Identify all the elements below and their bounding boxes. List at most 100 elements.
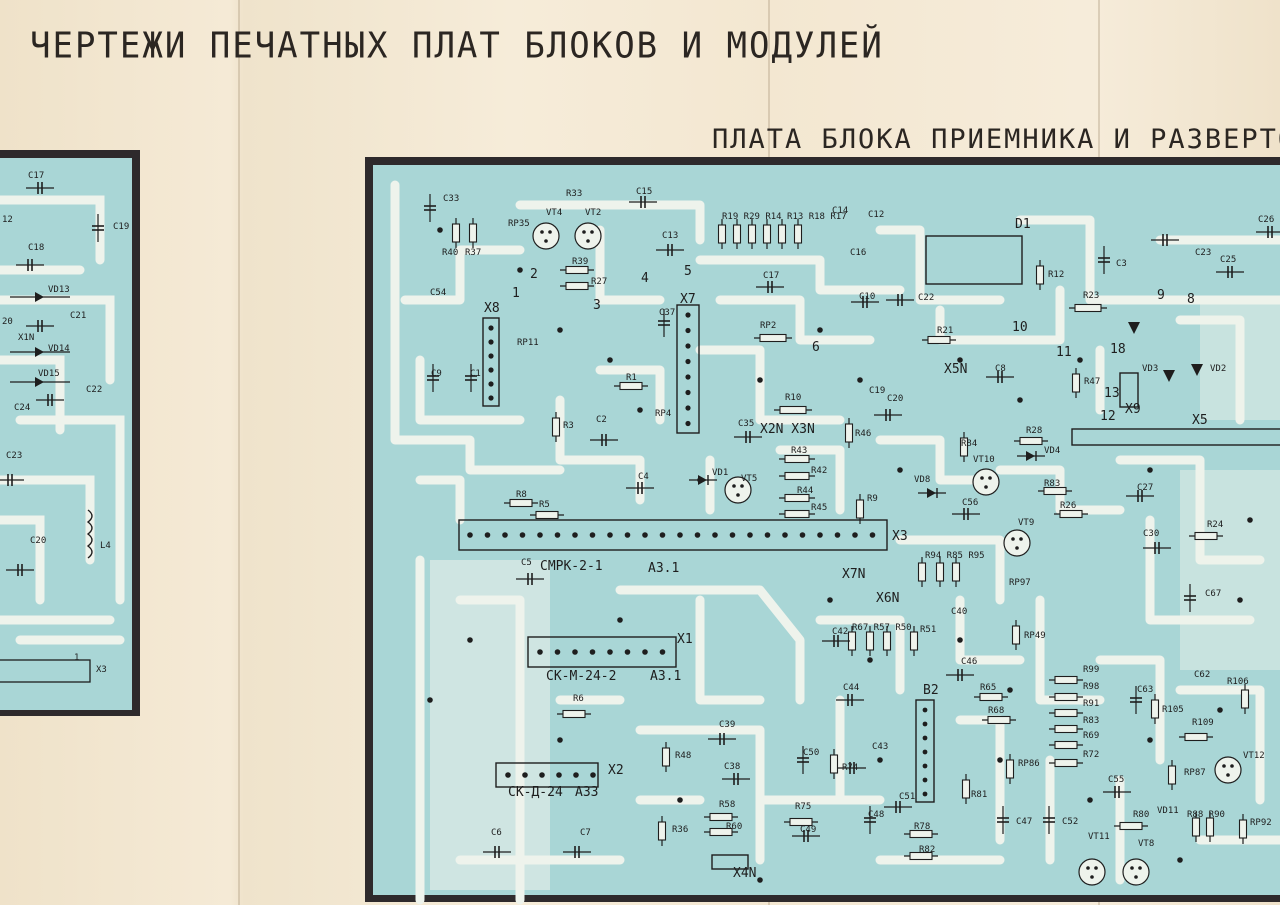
component-label: RP11 [517,338,539,348]
pad [659,649,666,655]
resistor [1119,821,1143,831]
via [467,637,473,643]
pad [922,707,928,713]
main-board-components [92,194,1280,886]
pad [488,367,494,373]
resistor [865,631,875,651]
pad [537,532,543,538]
pad [505,772,511,778]
pad [589,649,596,655]
copper-pour [1180,470,1280,670]
connector-x2 [495,762,599,788]
transistor-pin [984,485,988,489]
component-label: C55 [1108,775,1124,785]
copper-trace [875,435,995,485]
copper-trace [815,615,905,695]
via [1237,597,1243,603]
copper-pour [1200,300,1280,420]
component-label: R60 [726,822,742,832]
component-label: VD1 [712,468,728,478]
pad [624,532,631,538]
diode [1128,322,1140,334]
transistor-pin [980,476,984,480]
connector-x4n [711,854,749,870]
pad [484,532,491,538]
copper-trace [615,585,805,705]
pad [685,358,691,365]
resistor [1054,692,1078,702]
diode [927,488,936,498]
component-label: C46 [961,657,977,667]
resistor [619,381,643,391]
pad [488,353,494,359]
pad [519,532,526,538]
diode [1191,364,1203,376]
transistor-pin [540,230,544,234]
component-label: СК-Д-24 [508,785,563,800]
transistor-pin [1226,773,1230,777]
component-label: RP35 [508,219,530,229]
copper-trace [0,515,45,605]
component-label: R21 [937,326,953,336]
transistor [1214,756,1242,784]
component-label: C10 [859,292,875,302]
component-label: 8 [1187,292,1195,307]
pad [694,532,701,538]
resistor [779,405,807,415]
transistor-pin [1130,866,1134,870]
component-label: B2 [923,683,939,698]
component-label: R74 [842,763,858,773]
via [517,267,523,273]
via [1017,397,1023,403]
transistor-pin [1019,537,1023,541]
via [1147,737,1153,743]
component-label: R37 [465,248,481,258]
via [1077,357,1083,363]
transistor-pin [582,230,586,234]
diode [35,347,44,357]
pad [685,327,691,334]
pad [589,532,596,538]
via [957,637,963,643]
resistor [565,265,589,275]
component-label: X3 [96,665,107,675]
component-label: C20 [887,394,903,404]
component-label: СМРК-2-1 [540,559,603,574]
component-label: VD14 [48,344,70,354]
component-label: C44 [843,683,859,693]
component-label: RP4 [655,409,671,419]
component-label: C48 [868,810,884,820]
copper-trace [1175,685,1265,805]
transistor-pin [1086,866,1090,870]
via [557,327,563,333]
copper-trace [1015,215,1280,305]
pad [607,532,613,538]
resistor [468,223,478,243]
resistor [1054,740,1078,750]
component-label: C6 [491,828,502,838]
component-label: C27 [1137,483,1153,493]
component-label: C22 [86,385,102,395]
resistor [565,281,589,291]
pad [624,649,631,655]
resistor [909,631,919,651]
transistor-pin [1011,537,1015,541]
resistor [935,562,945,582]
component-label: 13 [1104,386,1120,401]
resistor [657,821,667,841]
pad [488,325,494,331]
component-label: R51 [920,625,936,635]
component-label: C18 [28,243,44,253]
component-label: VT2 [585,208,601,218]
pad [922,763,928,769]
pad [537,649,543,655]
component-label: R67 R57 R50 [852,623,912,633]
resistor [909,829,933,839]
diode [1026,451,1035,461]
resistor [762,224,772,244]
copper-trace [1175,315,1245,425]
resistor [777,224,787,244]
component-label: A3.1 [648,561,679,576]
component-label: C16 [850,248,866,258]
